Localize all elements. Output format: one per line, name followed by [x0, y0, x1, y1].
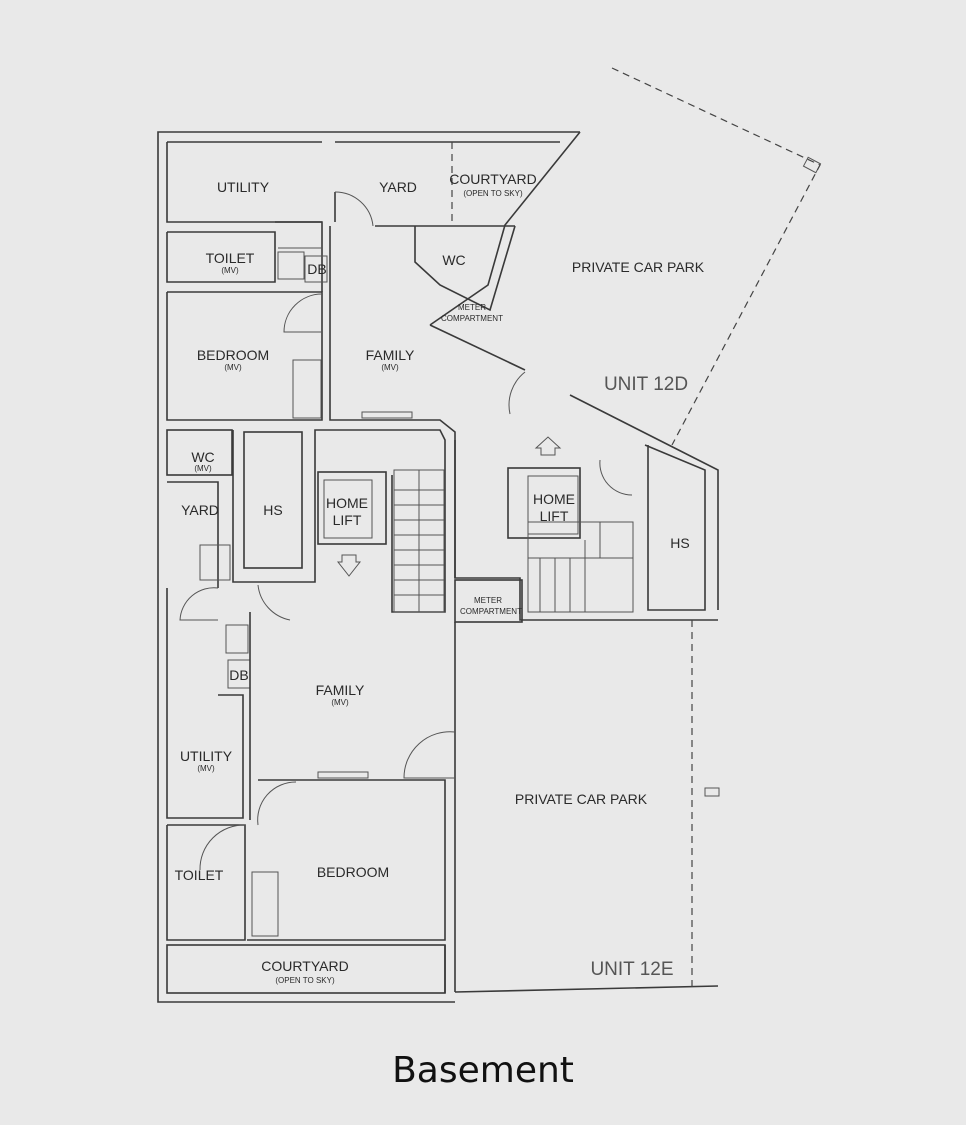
- svg-text:(OPEN TO SKY): (OPEN TO SKY): [275, 976, 335, 985]
- room-meter-top: METER: [458, 303, 486, 312]
- svg-text:LIFT: LIFT: [540, 508, 569, 524]
- room-lift-left: HOME: [326, 495, 368, 511]
- svg-text:(MV): (MV): [331, 698, 349, 707]
- room-toilet-bottom: TOILET: [175, 867, 224, 883]
- room-utility-left: UTILITY: [180, 748, 233, 764]
- room-hs-right: HS: [670, 535, 689, 551]
- walls: [157, 131, 822, 1003]
- room-courtyard-top: COURTYARD: [449, 171, 536, 187]
- door-swings: [179, 191, 633, 871]
- svg-text:(MV): (MV): [221, 266, 239, 275]
- svg-text:LIFT: LIFT: [333, 512, 362, 528]
- stairs-right: [527, 521, 634, 613]
- room-family-bottom: FAMILY: [316, 682, 365, 698]
- room-hs-left: HS: [263, 502, 282, 518]
- room-lift-right: HOME: [533, 491, 575, 507]
- svg-text:(OPEN TO SKY): (OPEN TO SKY): [463, 189, 523, 198]
- svg-text:COMPARTMENT: COMPARTMENT: [441, 314, 503, 323]
- room-db-left: DB: [229, 667, 248, 683]
- room-wc-left: WC: [191, 449, 214, 465]
- svg-text:(MV): (MV): [194, 464, 212, 473]
- room-yard-left: YARD: [181, 502, 219, 518]
- room-utility-top: UTILITY: [217, 179, 270, 195]
- stairs-left: [393, 469, 445, 613]
- boundary-dashed: [611, 67, 821, 990]
- room-bedroom-top: BEDROOM: [197, 347, 269, 363]
- room-family-top: FAMILY: [366, 347, 415, 363]
- room-carpark-12d: PRIVATE CAR PARK: [572, 259, 705, 275]
- room-db-top: DB: [307, 261, 326, 277]
- room-labels: UTILITY YARD COURTYARD (OPEN TO SKY) TOI…: [175, 171, 705, 985]
- svg-text:(MV): (MV): [224, 363, 242, 372]
- room-courtyard-bottom: COURTYARD: [261, 958, 348, 974]
- plan-caption: Basement: [392, 1050, 574, 1091]
- svg-text:(MV): (MV): [381, 363, 399, 372]
- svg-text:COMPARTMENT: COMPARTMENT: [460, 607, 522, 616]
- room-meter-mid: METER: [474, 596, 502, 605]
- room-carpark-12e: PRIVATE CAR PARK: [515, 791, 648, 807]
- room-bedroom-bottom: BEDROOM: [317, 864, 389, 880]
- room-toilet-top: TOILET: [206, 250, 255, 266]
- unit-12e-label: UNIT 12E: [590, 959, 673, 980]
- unit-12d-label: UNIT 12D: [604, 374, 688, 395]
- room-yard-top: YARD: [379, 179, 417, 195]
- room-wc-12d: WC: [442, 252, 465, 268]
- svg-text:(MV): (MV): [197, 764, 215, 773]
